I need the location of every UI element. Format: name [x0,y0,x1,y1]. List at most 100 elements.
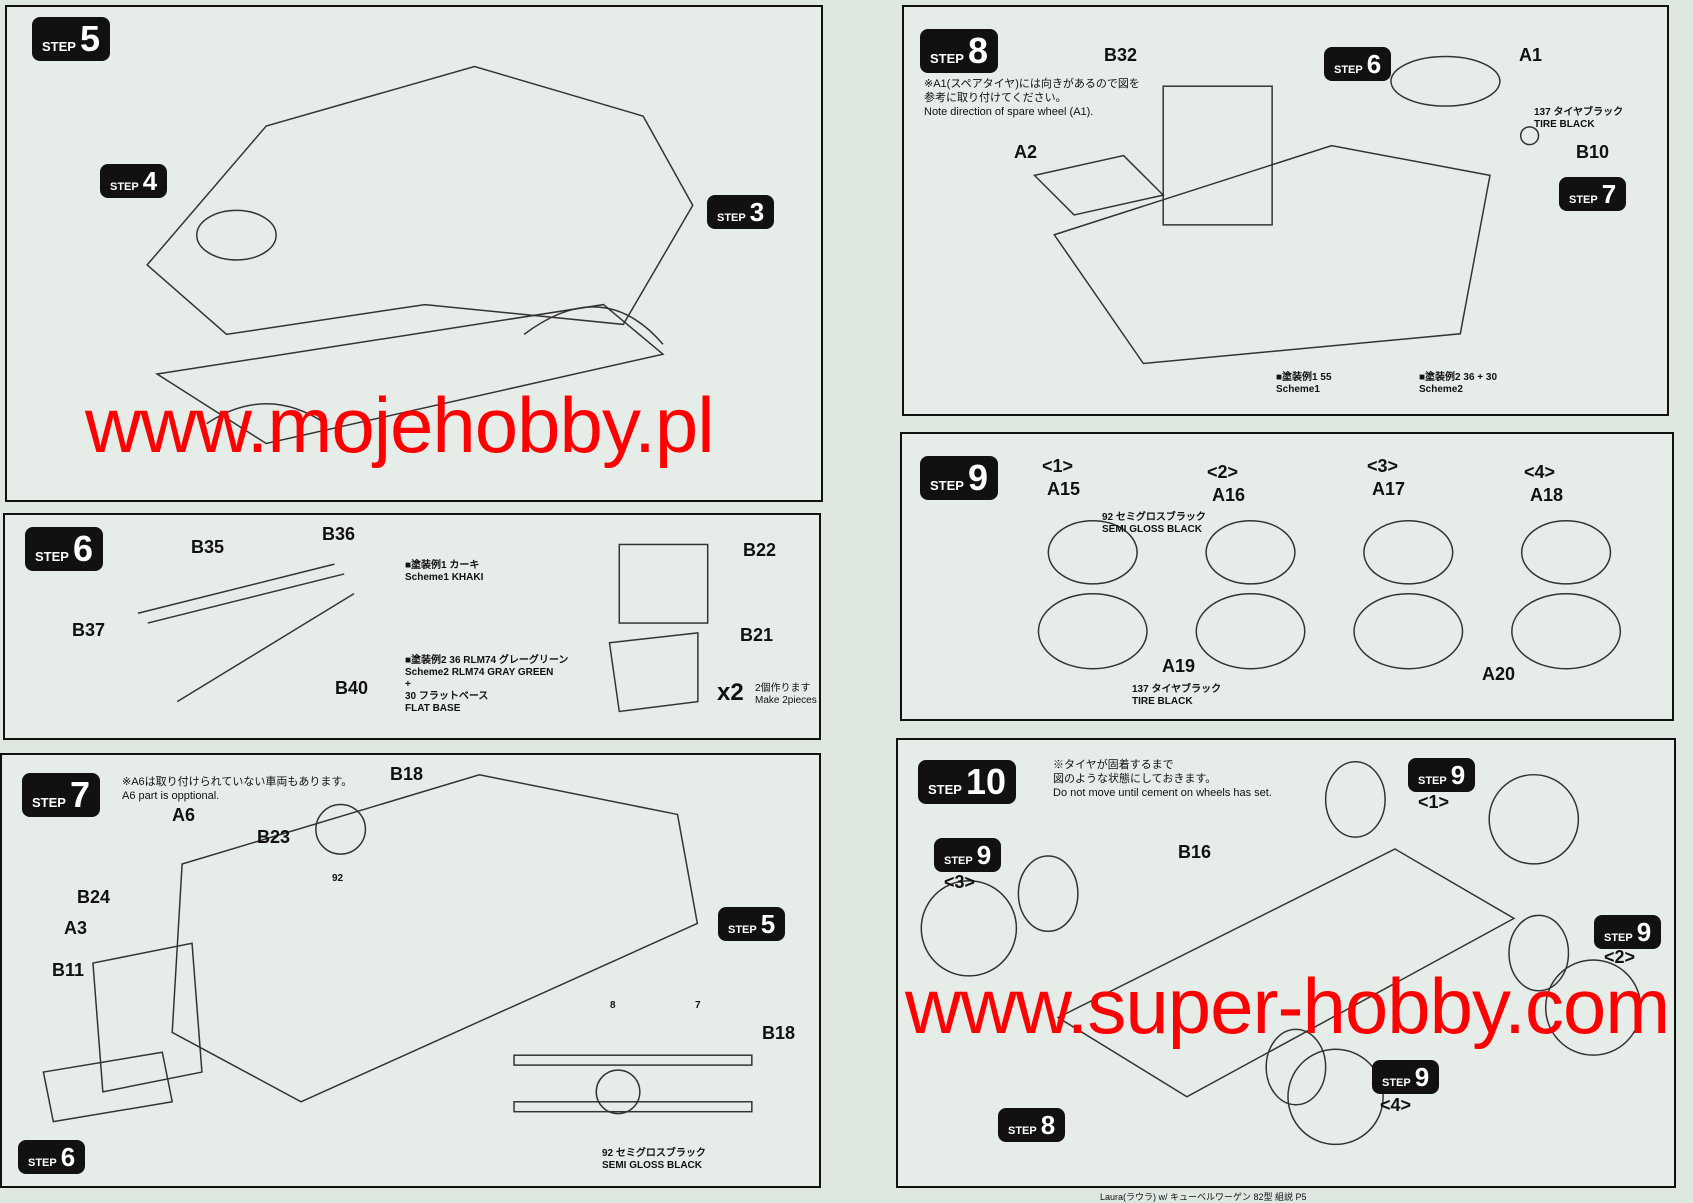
watermark-left: www.mojehobby.pl [85,381,715,469]
step-number: 3 [749,197,765,227]
step7-panel: STEP 7 ※A6は取り付けられていない車両もあります。A6 part is o… [0,753,821,1188]
part-label: A1 [1519,45,1543,65]
paint-number: 55 [1320,372,1332,383]
step10-note: ※タイヤが固着するまで図のような状態にしておきます。Do not move un… [1053,758,1272,800]
step-number: 9 [1414,1062,1430,1092]
step-number: 5 [79,18,100,59]
scheme-en: Scheme1 [1276,384,1320,395]
wheel-index: <4> [1380,1095,1412,1115]
step-word: STEP [110,181,139,193]
scheme-title: ■塗装例1 [405,560,447,571]
note-en: Make 2pieces [755,695,817,706]
step-number: 6 [1366,49,1382,79]
step-number: 6 [60,1142,76,1172]
car-body-drawing [42,774,753,1123]
note-jp: 参考に取り付けてください。 [924,92,1067,104]
wheel-index: <3> [1367,456,1399,476]
step-word: STEP [930,478,964,493]
note-jp: 2個作ります [755,683,811,694]
note-en: Note direction of spare wheel (A1). [924,106,1094,118]
step-word: STEP [928,782,962,797]
decal-number: 8 [610,1000,616,1011]
step8-note: ※A1(スペアタイヤ)には向きがあるので図を参考に取り付けてください。 Note … [924,77,1140,119]
paint-jp: フラットベース [418,691,489,702]
part-label: A19 [1162,656,1196,676]
wheel-index: <3> [944,872,976,892]
note-jp: 図のような状態にしておきます。 [1053,773,1217,785]
step-word: STEP [717,212,746,224]
part-label: B18 [762,1023,796,1043]
part-label: B16 [1178,842,1212,862]
note-jp: ※A6は取り付けられていない車両もあります。 [122,776,353,788]
paint-number: 92 [602,1148,614,1159]
wheels-drawing [1037,520,1622,670]
paint-en: KHAKI [451,572,484,583]
part-label: A6 [172,805,196,825]
paint-jp: セミグロスブラック [1115,512,1206,523]
step-number: 9 [1450,760,1466,790]
part-label: B22 [743,540,777,560]
step-word: STEP [1334,64,1363,76]
paint-jp: RLM74 グレーグリーン [463,655,569,666]
part-label: B21 [740,625,774,645]
step-word: STEP [28,1157,57,1169]
step-word: STEP [1382,1077,1411,1089]
car-rear-drawing [1032,55,1540,365]
parts-drawing [137,543,709,713]
paint-jp: カーキ [449,560,480,571]
scheme-title: ■塗装例2 [405,655,447,666]
step-number: 10 [965,761,1007,802]
step-word: STEP [1569,194,1598,206]
watermark-right: www.super-hobby.com [905,962,1670,1050]
part-label: B35 [191,537,225,557]
part-label: A20 [1482,664,1516,684]
part-label: B10 [1576,142,1610,162]
scheme-title: ■塗装例1 [1276,372,1318,383]
part-label: A18 [1530,485,1564,505]
paint-en: TIRE BLACK [1534,119,1595,130]
part-label: A16 [1212,485,1246,505]
paint-number: 30 [405,691,417,702]
step-number: 8 [967,30,988,71]
plus: + [405,679,411,690]
step-number: 7 [69,774,90,815]
step-number: 9 [967,457,988,498]
step-word: STEP [35,549,69,564]
part-label: A17 [1372,479,1406,499]
wheel-index: <2> [1604,947,1636,967]
part-label: B24 [77,887,111,907]
paint-en: SEMI GLOSS BLACK [602,1160,703,1171]
step-word: STEP [1418,775,1447,787]
note-jp: ※A1(スペアタイヤ)には向きがあるので図を [924,78,1140,90]
step-number: 9 [976,840,992,870]
page-footer: Laura(ラウラ) w/ キューベルワーゲン 82型 組説 P5 [1100,1192,1307,1202]
step-word: STEP [1008,1125,1037,1137]
scheme-en: Scheme2 [405,667,449,678]
part-label: B11 [52,960,85,980]
paint-number: 137 [1132,684,1149,695]
multiplier: x2 [717,679,744,706]
scheme-en: Scheme1 [405,572,449,583]
wheel-index: <1> [1418,792,1450,812]
step7-note: ※A6は取り付けられていない車両もあります。A6 part is opption… [122,775,352,803]
part-label: A2 [1014,142,1038,162]
part-label: B36 [322,524,356,544]
